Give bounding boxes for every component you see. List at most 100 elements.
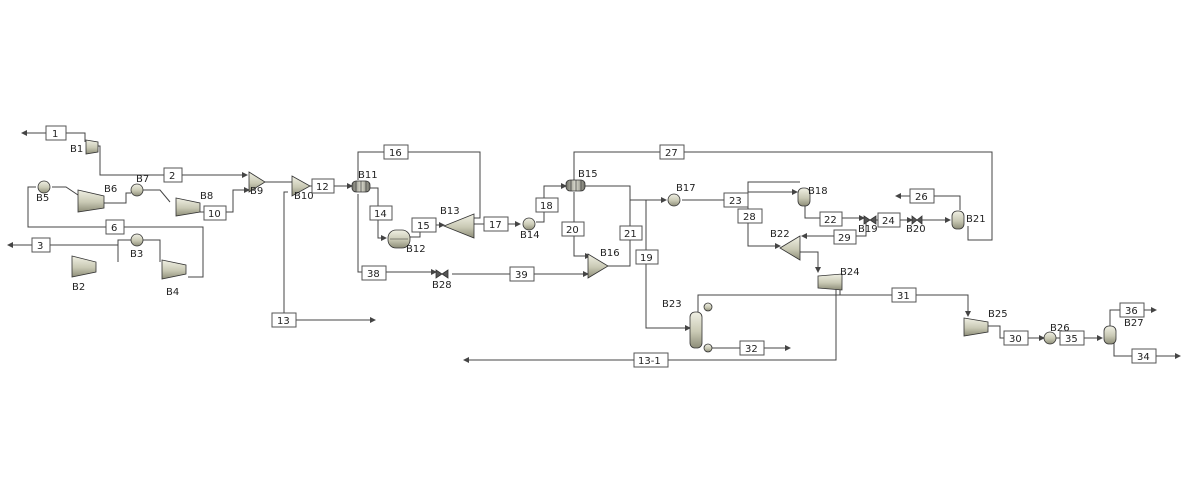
stream-21-label: 21	[624, 229, 637, 240]
stream-17-label: 17	[489, 220, 502, 231]
block-B13[interactable]: B13	[440, 206, 475, 239]
block-B24-label: B24	[840, 267, 860, 278]
stream-15[interactable]: 15	[411, 217, 437, 233]
stream-32[interactable]: 32	[739, 340, 765, 356]
block-B11[interactable]: B11	[351, 170, 378, 193]
stream-13-1-label: 13-1	[638, 356, 661, 367]
stream-2-label: 2	[169, 171, 175, 182]
stream-12-label: 12	[316, 182, 329, 193]
stream-36[interactable]: 36	[1119, 302, 1145, 318]
stream-22-label: 22	[824, 215, 837, 226]
block-B14[interactable]: B14	[520, 217, 540, 241]
block-B9[interactable]: B9	[248, 171, 266, 197]
stream-32-label: 32	[745, 344, 758, 355]
stream-lines	[7, 130, 1181, 363]
stream-31[interactable]: 31	[891, 287, 917, 303]
stream-3[interactable]: 3	[31, 237, 51, 253]
stream-34[interactable]: 34	[1131, 348, 1157, 364]
stream-39-label: 39	[515, 270, 528, 281]
block-B25-label: B25	[988, 309, 1008, 320]
stream-28[interactable]: 28	[737, 208, 763, 224]
block-B20-label: B20	[906, 224, 926, 235]
block-B10[interactable]: B10	[291, 175, 314, 202]
stream-12[interactable]: 12	[311, 178, 335, 194]
stream-30[interactable]: 30	[1003, 330, 1029, 346]
block-B23[interactable]: B23	[662, 299, 713, 353]
block-B6-label: B6	[104, 184, 117, 195]
block-B8[interactable]: B8	[175, 191, 213, 217]
block-B25[interactable]: B25	[963, 309, 1008, 337]
block-B3[interactable]: B3	[130, 233, 144, 260]
stream-31-label: 31	[897, 291, 910, 302]
stream-15-label: 15	[417, 221, 430, 232]
stream-6-label: 6	[111, 223, 117, 234]
stream-18[interactable]: 18	[535, 197, 559, 213]
stream-10[interactable]: 10	[203, 205, 227, 221]
block-B15[interactable]: B15	[565, 169, 598, 192]
stream-35[interactable]: 35	[1059, 330, 1085, 346]
stream-2[interactable]: 2	[163, 167, 183, 183]
stream-38-label: 38	[367, 269, 380, 280]
stream-17[interactable]: 17	[483, 216, 509, 232]
stream-3-label: 3	[37, 241, 43, 252]
block-B24[interactable]: B24	[817, 267, 860, 291]
block-B23-label: B23	[662, 299, 682, 310]
block-B5-label: B5	[36, 193, 49, 204]
block-B28[interactable]: B28	[432, 269, 452, 291]
block-B21-label: B21	[966, 214, 986, 225]
block-B17-label: B17	[676, 183, 696, 194]
stream-36-label: 36	[1125, 306, 1138, 317]
stream-labels: 1 2 3 6 10 12 13 16 14 15 17 18 38 39 20…	[31, 125, 1157, 368]
block-B22[interactable]: B22	[770, 229, 801, 261]
stream-38[interactable]: 38	[361, 265, 387, 281]
stream-1[interactable]: 1	[45, 125, 67, 141]
stream-29[interactable]: 29	[833, 229, 857, 245]
block-B20[interactable]: B20	[906, 215, 926, 235]
stream-22[interactable]: 22	[819, 211, 843, 227]
stream-21[interactable]: 21	[619, 225, 643, 241]
block-B1[interactable]: B1	[70, 139, 99, 155]
block-B2-label: B2	[72, 282, 85, 293]
block-B2[interactable]: B2	[71, 255, 97, 293]
stream-13-1[interactable]: 13-1	[633, 352, 669, 368]
block-B15-label: B15	[578, 169, 598, 180]
stream-1-label: 1	[52, 129, 58, 140]
stream-18-label: 18	[540, 201, 553, 212]
block-B12[interactable]: B12	[387, 229, 426, 255]
block-B11-label: B11	[358, 170, 378, 181]
stream-28-label: 28	[743, 212, 756, 223]
stream-13[interactable]: 13	[271, 312, 297, 328]
stream-26[interactable]: 26	[909, 188, 935, 204]
block-B27[interactable]: B27	[1103, 318, 1144, 345]
stream-16[interactable]: 16	[383, 144, 409, 160]
block-B5[interactable]: B5	[36, 180, 51, 204]
stream-30-label: 30	[1009, 334, 1022, 345]
stream-27[interactable]: 27	[659, 144, 685, 160]
block-B6[interactable]: B6	[77, 184, 117, 213]
block-B3-label: B3	[130, 249, 143, 260]
stream-23[interactable]: 23	[723, 192, 749, 208]
block-B12-label: B12	[406, 244, 426, 255]
block-B28-label: B28	[432, 280, 452, 291]
block-B21[interactable]: B21	[951, 210, 986, 230]
block-B14-label: B14	[520, 230, 540, 241]
stream-20[interactable]: 20	[561, 221, 585, 237]
block-B19[interactable]: B19	[858, 215, 878, 235]
block-B16-label: B16	[600, 248, 620, 259]
block-B7[interactable]: B7	[130, 174, 149, 197]
block-B4[interactable]: B4	[161, 259, 187, 298]
block-B27-label: B27	[1124, 318, 1144, 329]
block-B17[interactable]: B17	[667, 183, 696, 207]
block-B18[interactable]: B18	[797, 186, 828, 207]
stream-13-label: 13	[277, 316, 290, 327]
block-B26-label: B26	[1050, 323, 1070, 334]
equipment: B1 B5 B6 B7 B8 B3 B2	[36, 139, 1144, 353]
block-B26[interactable]: B26	[1043, 323, 1070, 345]
stream-19[interactable]: 19	[635, 249, 659, 265]
stream-39[interactable]: 39	[509, 266, 535, 282]
block-B4-label: B4	[166, 287, 179, 298]
block-B16[interactable]: B16	[587, 248, 620, 279]
stream-14[interactable]: 14	[369, 205, 393, 221]
stream-6[interactable]: 6	[105, 219, 125, 235]
stream-24[interactable]: 24	[877, 212, 901, 228]
